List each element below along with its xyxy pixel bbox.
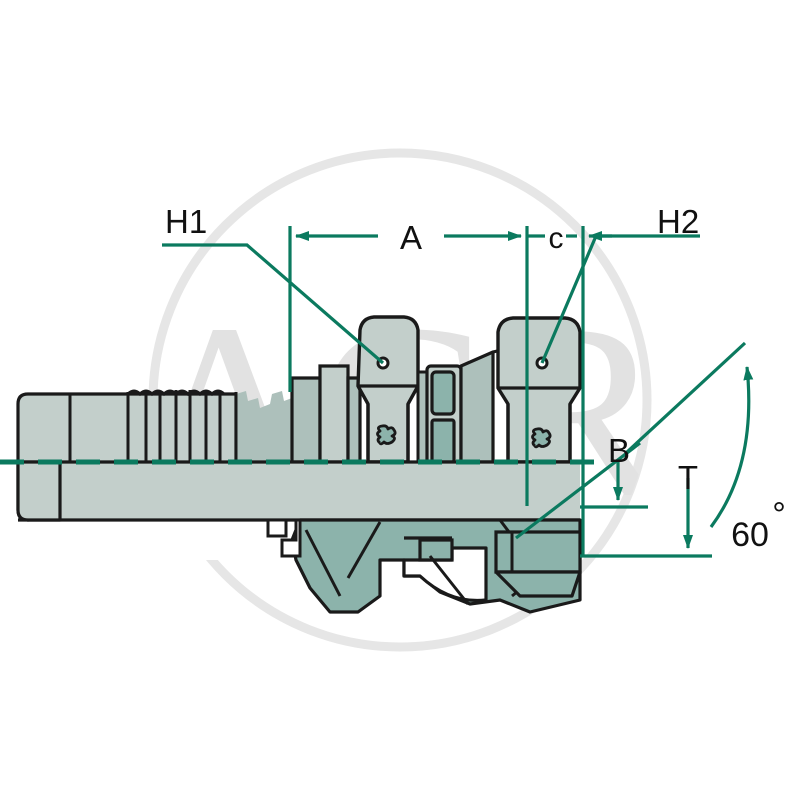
angle-arc [709,366,754,528]
label-h1: H1 [165,203,207,240]
collar-window-block [416,346,511,466]
dimension-text-group: H1 A c H2 B T 60 ° [165,203,786,554]
label-h2: H2 [657,203,699,240]
label-angle-60: 60 [731,516,769,554]
dimension-annotations [162,226,754,558]
extension-lines [288,226,585,556]
b-leader-line [515,441,641,540]
fitting-assembly [16,315,582,614]
label-b: B [608,432,630,469]
hex-nut-primary [356,315,420,464]
dim-line-t [580,478,712,558]
label-c: c [549,222,564,255]
dim-angle-60 [625,341,754,528]
dim-leader-h2 [540,234,700,364]
ferrule-step [290,364,362,464]
label-angle-degree-sign: ° [772,496,786,534]
dim-line-b [515,441,648,540]
angle-ray [625,341,747,454]
label-t: T [678,459,698,496]
dim-leader-h1 [162,243,385,365]
hex-nut-swivel [496,316,582,464]
section-lower-half [16,460,582,614]
label-a: A [400,219,422,256]
